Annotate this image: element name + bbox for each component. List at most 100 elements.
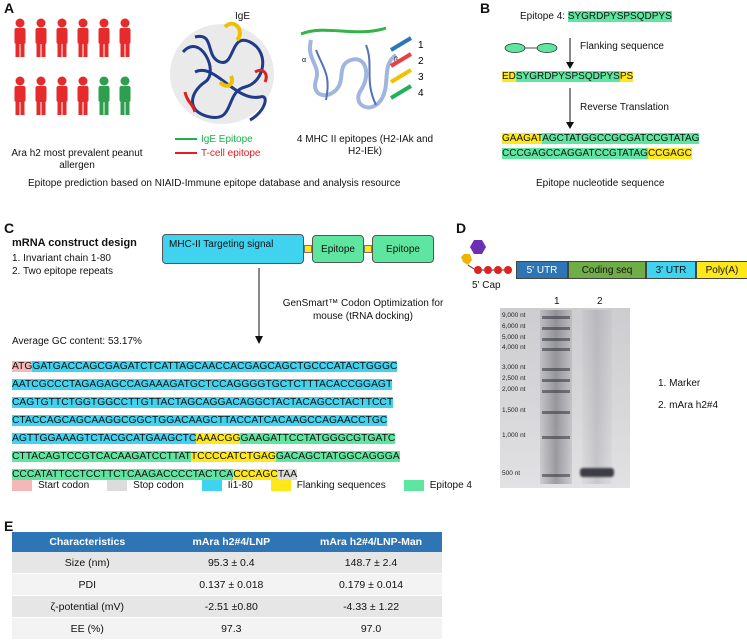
sequence-segment: CAGTGTTCTGGTGGCCTTGTTACTAGCAGGACAGGCTACT… [12,397,394,408]
sequence-segment: GACAGCTATGGCAGGGA [275,451,400,462]
panel-a-label: A [4,0,15,16]
person-icon [77,18,89,57]
panel-a-footer: Epitope prediction based on NIAID-Immune… [28,178,401,189]
utr3-box: 3' UTR [646,261,696,279]
table-cell: -2.51 ±0.80 [162,595,301,618]
nucleotide-sequence: GAAGATAGCTATGGCCGCGATCCGTATAG CCCGAGCCAG… [502,131,700,161]
mhc-caption: 4 MHC II epitopes (H2-IAk and H2-IEk) [296,134,434,157]
sequence-line: CAGTGTTCTGGTGGCCTTGTTACTAGCAGGACAGGCTACT… [12,394,400,412]
epitope-bar-label: 3 [418,72,424,83]
mhc-targeting-text: MHC-II Targeting signal [169,239,274,250]
epitope-bar [389,52,413,68]
legend-swatch [201,480,222,491]
sequence-segment: ATG [12,361,33,372]
table-cell: 97.0 [300,617,442,640]
sequence-segment: GATGACCAGCGAGATCTCATTAGCAACCACGAGCAGCTGC… [32,361,398,372]
epitope-4-prefix: Epitope 4: [520,11,568,22]
flanking-sequence-label: Flanking sequence [580,41,664,52]
epitope-4-row: Epitope 4: SYGRDPYSPSQDPYS [520,10,672,24]
legend-item: Ii1-80 [201,480,253,492]
beta-label: β [394,57,398,64]
flank-right: PS [619,71,634,82]
flanked-epitope-row: EDSYGRDPYSPSQDPYSPS [502,70,634,84]
people-caption: Ara h2 most prevalent peanut allergen [11,148,143,171]
epitope-box-2: Epitope [372,235,434,263]
marker-size-label: 3,000 nt [502,364,526,371]
person-icon [98,76,110,115]
epitope-bar [389,84,413,100]
nt-line1-a: GAAGAT [502,133,543,144]
table-cell: 0.137 ± 0.018 [162,573,301,596]
five-prime-cap-icon [461,240,512,274]
marker-size-label: 9,000 nt [502,312,526,319]
table-cell: 97.3 [162,617,301,640]
ige-epitope-legend: IgE Epitope [175,134,253,145]
tcell-epitope-text: T-cell epitope [201,148,261,159]
panel-b-label: B [480,0,491,16]
nt-line1-b: AGCTATGGCCGCGATCCGTATAG [542,133,700,144]
legend-label: Ii1-80 [227,480,253,492]
marker-lane [540,310,572,484]
sequence-line: CCCATATTCCTCCTTCTCAAGACCCCTACTCACCCAGCTA… [12,466,400,484]
person-icon [56,76,68,115]
person-icon [14,18,26,57]
utr5-text: 5' UTR [526,265,558,276]
codon-arrow [255,268,263,344]
marker-band [542,368,570,371]
sequence-line: CTTACAGTCCGTCACAAGATCCTTATTCCCCATCTGAGGA… [12,448,400,466]
legend-item: Stop codon [107,480,184,491]
marker-size-label: 4,000 nt [502,344,526,351]
table-cell: PDI [12,573,163,596]
flank-linker-2 [364,245,372,253]
gel-key-2: 2. mAra h2#4 [658,400,719,411]
gc-content: Average GC content: 53.17% [12,336,142,347]
table-cell: 95.3 ± 0.4 [162,552,301,574]
person-icon [35,18,47,57]
epitope-box-1: Epitope [312,235,364,263]
gel-key-1: 1. Marker [658,378,701,389]
nt-line2-a: CCCGAGCCAGGATCCGTATAG [502,148,648,159]
sequence-segment: TAA [277,469,298,480]
marker-size-label: 500 nt [502,470,521,477]
sequence-line: CTACCAGCAGCAAGGCGGCTGGACAAGCTTACCATCACAA… [12,412,400,430]
construct-item-1: 1. Invariant chain 1-80 [12,253,111,264]
people-icon-group [14,18,131,115]
legend-swatch [270,480,291,491]
sequence-segment: AGTTGGAAAGTCTACGCATGAAGCTC [12,433,197,444]
construct-item-2: 2. Two epitope repeats [12,266,113,277]
epitope-box-2-text: Epitope [386,244,420,255]
panel-d-label: D [456,220,467,236]
panel-e-label: E [4,518,14,534]
reverse-translation-label: Reverse Translation [580,102,669,113]
person-icon [98,18,110,57]
mrna-sequence: ATGGATGACCAGCGAGATCTCATTAGCAACCACGAGCAGC… [12,358,400,484]
legend-item: Flanking sequences [270,480,386,491]
sequence-segment: GAAGATTCCTATGGGCGTGATC [240,433,396,444]
sequence-segment: CCCATATTCCTCCTTCTCAAGACCCCTACTCA [12,469,234,480]
person-icon [35,76,47,115]
epitope-bar-label: 1 [418,40,424,51]
marker-size-label: 2,000 nt [502,386,526,393]
panel-b-footer: Epitope nucleotide sequence [536,178,665,189]
panel-b-arrows [504,38,574,129]
legend-swatch [12,480,32,491]
marker-size-label: 6,000 nt [502,323,526,330]
marker-band [542,436,570,439]
coding-seq-box: Coding seq [568,261,646,279]
sequence-segment: CCCAGC [233,469,278,480]
polya-box: Poly(A) [696,261,747,279]
alpha-label: α [302,57,306,64]
flank-mid: SYGRDPYSPSQDPYS [515,71,620,82]
tcell-epitope-legend: T-cell epitope [175,148,260,159]
table-cell: ζ-potential (mV) [12,595,163,618]
polya-text: Poly(A) [705,265,739,276]
table-header: mAra h2#4/LNP [162,532,301,552]
table-header: mAra h2#4/LNP-Man [300,532,442,552]
table-cell: 0.179 ± 0.014 [300,573,442,596]
marker-band [542,379,570,382]
table-cell: Size (nm) [12,552,163,574]
